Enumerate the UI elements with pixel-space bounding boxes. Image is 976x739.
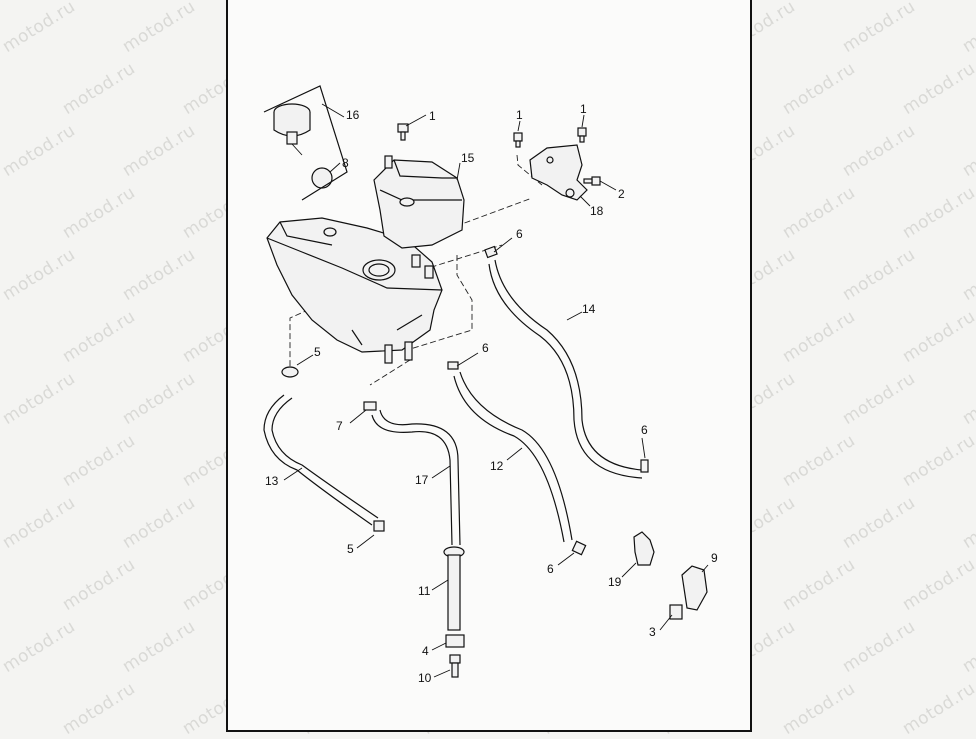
watermark-text: motod.ru — [838, 616, 919, 677]
watermark-text: motod.ru — [58, 306, 139, 367]
callout-13: 13 — [265, 474, 279, 488]
watermark-text: motod.ru — [118, 616, 199, 677]
watermark-text: motod.ru — [118, 244, 199, 305]
nut — [445, 634, 465, 648]
callout-2: 2 — [618, 187, 625, 201]
strap — [681, 565, 708, 611]
callout-labels: 1 1 1 2 3 4 5 5 6 6 6 6 7 8 9 10 11 12 1… — [265, 102, 718, 685]
callout-1: 1 — [516, 108, 523, 122]
watermark-text: motod.ru — [58, 430, 139, 491]
watermark-text: motod.ru — [958, 492, 976, 553]
watermark-text: motod.ru — [58, 678, 139, 739]
watermark-text: motod.ru — [0, 244, 79, 305]
watermark-text: motod.ru — [958, 120, 976, 181]
watermark-text: motod.ru — [838, 368, 919, 429]
callout-7: 7 — [336, 419, 343, 433]
grommet — [669, 604, 683, 620]
watermark-text: motod.ru — [0, 492, 79, 553]
filler-cap — [273, 103, 311, 156]
hose-14 — [484, 245, 649, 479]
watermark-text: motod.ru — [778, 430, 859, 491]
drain-tube — [443, 546, 465, 631]
watermark-text: motod.ru — [0, 616, 79, 677]
watermark-text: motod.ru — [838, 0, 919, 57]
watermark-text: motod.ru — [778, 182, 859, 243]
watermark-text: motod.ru — [778, 58, 859, 119]
callout-8: 8 — [342, 156, 349, 170]
callout-1: 1 — [429, 109, 436, 123]
callout-11: 11 — [418, 584, 431, 598]
callout-9: 9 — [711, 551, 718, 565]
watermark-text: motod.ru — [778, 306, 859, 367]
callout-4: 4 — [422, 644, 429, 658]
callout-17: 17 — [415, 473, 429, 487]
callout-leaders — [283, 103, 709, 678]
watermark-text: motod.ru — [898, 58, 976, 119]
callout-5: 5 — [347, 542, 354, 556]
parts-diagram: 1 1 1 2 3 4 5 5 6 6 6 6 7 8 9 10 11 12 1… — [263, 85, 718, 685]
watermark-text: motod.ru — [958, 244, 976, 305]
watermark-text: motod.ru — [58, 58, 139, 119]
watermark-text: motod.ru — [118, 0, 199, 57]
callout-10: 10 — [418, 671, 432, 685]
watermark-text: motod.ru — [958, 616, 976, 677]
callout-12: 12 — [490, 459, 504, 473]
watermark-text: motod.ru — [778, 554, 859, 615]
watermark-text: motod.ru — [898, 554, 976, 615]
hose-13 — [263, 366, 385, 532]
o-ring — [311, 167, 333, 189]
parts-diagram-page: 1 1 1 2 3 4 5 5 6 6 6 6 7 8 9 10 11 12 1… — [226, 0, 752, 732]
callout-3: 3 — [649, 625, 656, 639]
callout-15: 15 — [461, 151, 475, 165]
cap-bracket-lines — [263, 85, 348, 201]
hose-12 — [447, 361, 587, 556]
callout-16: 16 — [346, 108, 360, 122]
watermark-text: motod.ru — [838, 244, 919, 305]
callout-6: 6 — [641, 423, 648, 437]
callout-19: 19 — [608, 575, 622, 589]
callout-6: 6 — [516, 227, 523, 241]
callout-1: 1 — [580, 102, 587, 116]
upper-reservoir — [373, 155, 465, 249]
watermark-text: motod.ru — [778, 678, 859, 739]
watermark-text: motod.ru — [898, 182, 976, 243]
watermark-text: motod.ru — [898, 430, 976, 491]
watermark-text: motod.ru — [118, 492, 199, 553]
callout-5: 5 — [314, 345, 321, 359]
watermark-text: motod.ru — [118, 120, 199, 181]
drain-bolt — [449, 654, 461, 678]
watermark-text: motod.ru — [118, 368, 199, 429]
hose-clip — [633, 531, 655, 566]
watermark-text: motod.ru — [58, 554, 139, 615]
watermark-text: motod.ru — [0, 0, 79, 57]
callout-18: 18 — [590, 204, 604, 218]
callout-6: 6 — [547, 562, 554, 576]
oil-tank — [266, 217, 443, 364]
watermark-text: motod.ru — [58, 182, 139, 243]
callout-14: 14 — [582, 302, 596, 316]
mounting-bracket — [529, 144, 588, 201]
watermark-text: motod.ru — [838, 120, 919, 181]
watermark-text: motod.ru — [898, 306, 976, 367]
watermark-text: motod.ru — [958, 0, 976, 57]
watermark-text: motod.ru — [898, 678, 976, 739]
watermark-text: motod.ru — [0, 368, 79, 429]
watermark-text: motod.ru — [838, 492, 919, 553]
watermark-text: motod.ru — [0, 120, 79, 181]
watermark-text: motod.ru — [958, 368, 976, 429]
hose-17 — [363, 401, 461, 546]
callout-6: 6 — [482, 341, 489, 355]
